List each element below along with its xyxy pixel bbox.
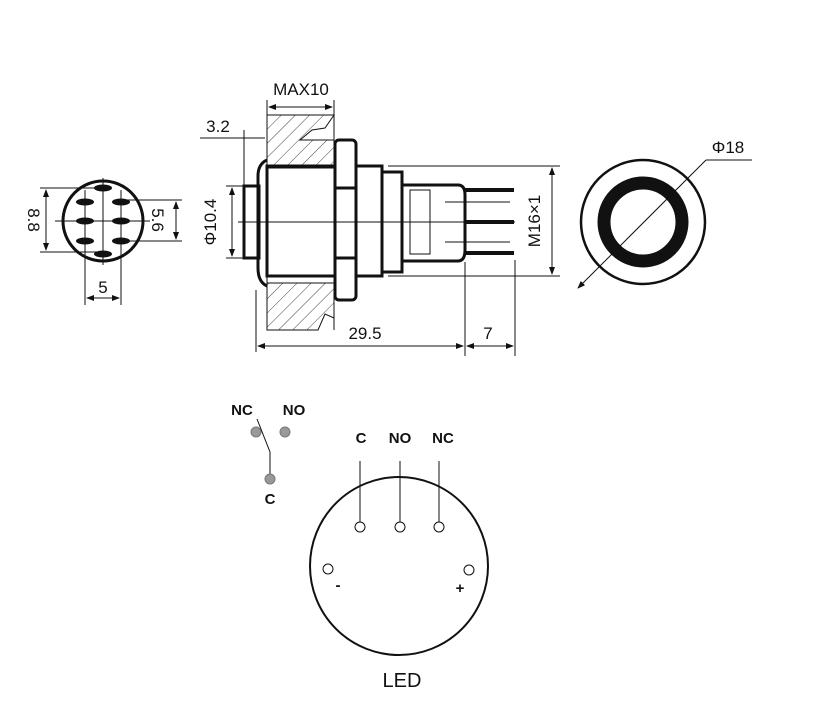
pin-nc (433, 521, 445, 533)
dim-m16x1: M16×1 (525, 195, 544, 247)
dim-7: 7 (483, 324, 492, 343)
pin-no-label: NO (389, 430, 412, 447)
nc-contact (250, 426, 262, 438)
front-pins (76, 184, 130, 258)
pin-nc-label: NC (432, 430, 454, 447)
switch-lever (256, 418, 271, 474)
minus-label: - (336, 577, 341, 594)
switch-symbol: NC NO C (231, 402, 305, 508)
dim-29-5: 29.5 (348, 324, 381, 343)
c-contact (264, 473, 276, 485)
dim-5-6: 5.6 (148, 208, 167, 232)
dim-max10: MAX10 (273, 80, 329, 99)
pin-no (394, 521, 406, 533)
panel-top (266, 114, 335, 169)
dim-phi-18: Φ18 (712, 138, 744, 157)
plus-label: + (456, 580, 465, 597)
dim-5: 5 (98, 278, 107, 297)
dim-3-2: 3.2 (206, 117, 230, 136)
pin-c (354, 521, 366, 533)
no-contact (279, 426, 291, 438)
dim-8-8: 8.8 (24, 208, 43, 232)
led-ring (597, 176, 689, 268)
dim-phi-10-4: Φ10.4 (201, 199, 220, 246)
wiring-outline (309, 476, 489, 656)
thread (354, 164, 384, 278)
body (265, 164, 337, 278)
pin-plus (463, 564, 475, 576)
front-grid (40, 178, 182, 305)
led-caption: LED (383, 670, 422, 692)
nut (333, 138, 358, 302)
pin-c-label: C (356, 430, 367, 447)
panel-bottom (266, 282, 335, 331)
front-view: 8.8 5.6 5 (24, 178, 182, 305)
symbol-no-label: NO (283, 402, 306, 419)
side-view: MAX10 3.2 Φ10.4 M16×1 29.5 7 (200, 80, 560, 356)
ring-outer (579, 158, 707, 286)
ring-view: Φ18 (577, 138, 752, 289)
wiring-view: C NO NC - + LED (309, 430, 489, 692)
pin-minus (322, 563, 334, 575)
rear-housing (402, 183, 467, 263)
symbol-nc-label: NC (231, 402, 253, 419)
symbol-c-label: C (265, 491, 276, 508)
